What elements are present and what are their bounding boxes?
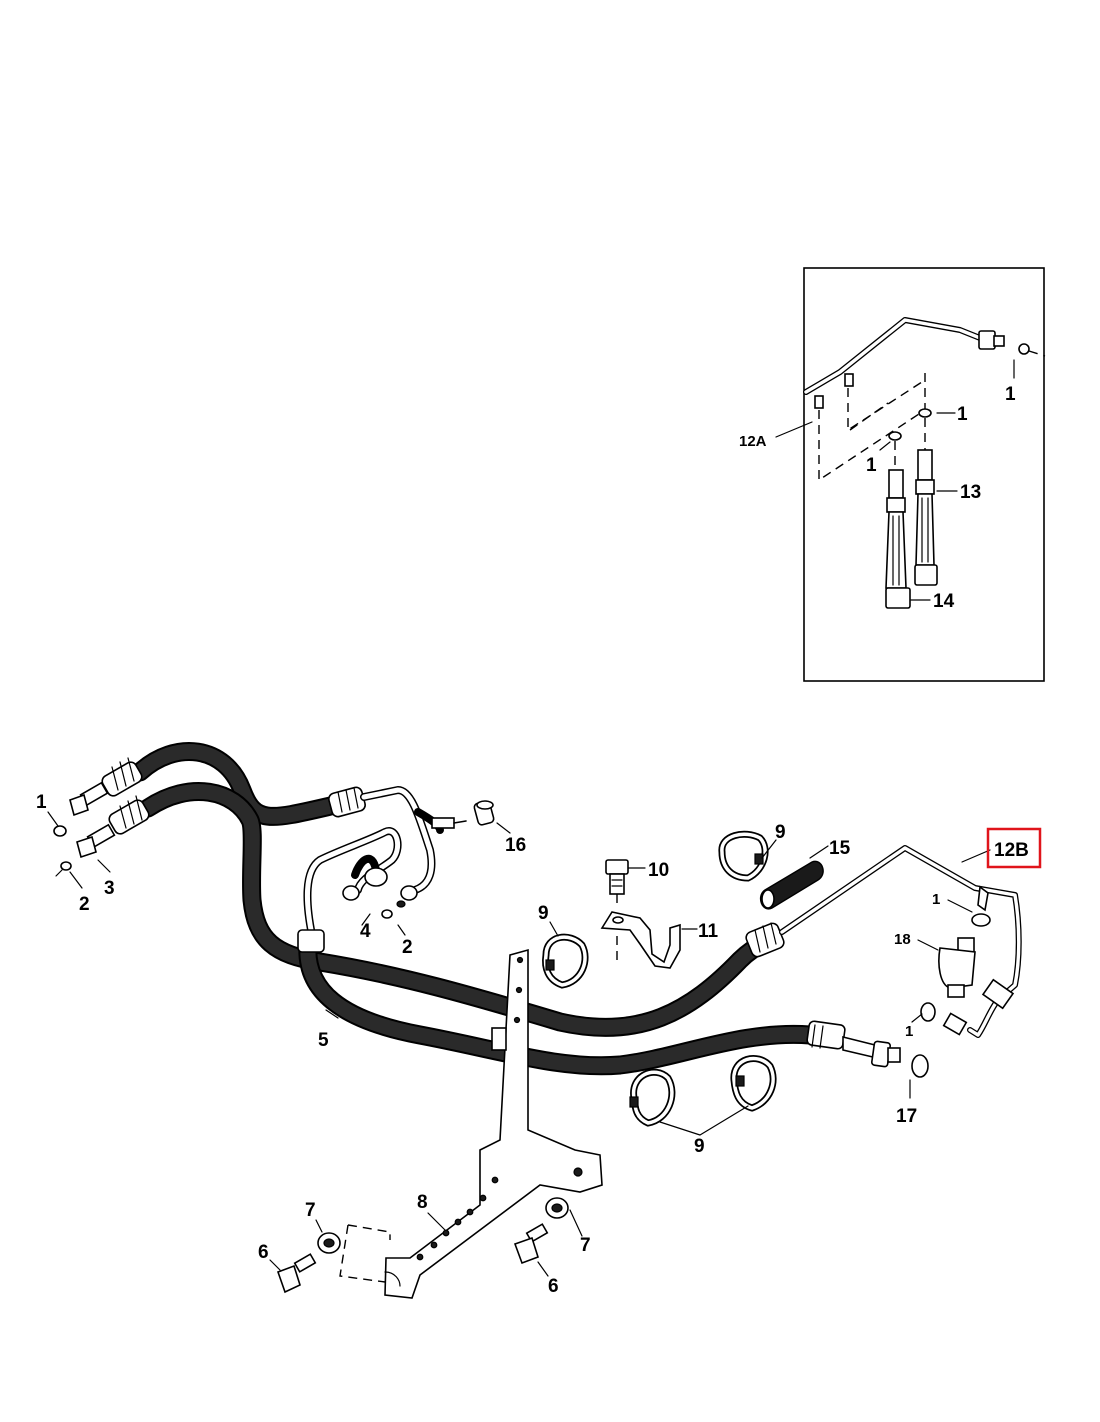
inset-detail: 1 1 1 12A 13 14 xyxy=(739,267,1046,682)
bolt-6-right xyxy=(513,1223,549,1277)
highlight-box-12b xyxy=(986,827,1042,869)
callout-15: 15 xyxy=(829,838,851,859)
callout-5: 5 xyxy=(318,1030,329,1051)
clamp-9-bottom-left xyxy=(629,1068,676,1127)
callout-17: 17 xyxy=(896,1106,917,1127)
callout-6-right: 6 xyxy=(548,1276,559,1297)
callout-2-mid: 2 xyxy=(402,937,413,958)
callout-10: 10 xyxy=(648,860,669,881)
callout-2-left: 2 xyxy=(79,894,90,915)
callout-1-upper-right: 1 xyxy=(932,891,940,908)
washer-7-right xyxy=(545,1197,583,1237)
callout-inset-1-mid: 1 xyxy=(957,404,968,425)
callout-16: 16 xyxy=(505,835,526,856)
callout-1-left: 1 xyxy=(36,792,47,813)
left-fittings xyxy=(47,757,150,889)
callout-inset-1-low: 1 xyxy=(866,455,877,476)
callout-7-left: 7 xyxy=(305,1200,316,1221)
clamp-9-middle xyxy=(542,921,589,989)
callout-9-clamp-middle: 9 xyxy=(538,903,549,924)
callout-3: 3 xyxy=(104,878,115,899)
washer-7-left xyxy=(315,1219,341,1254)
upper-hose xyxy=(130,742,345,826)
bolt-6-left xyxy=(269,1253,317,1294)
callout-6-left: 6 xyxy=(258,1242,269,1263)
callout-inset-1-top: 1 xyxy=(1005,384,1016,405)
callout-8: 8 xyxy=(417,1192,428,1213)
callout-9-bottom: 9 xyxy=(694,1136,705,1157)
tube-12b-assembly xyxy=(745,845,1022,1099)
sleeve-15 xyxy=(759,845,829,910)
callout-4: 4 xyxy=(360,921,371,942)
bracket-8 xyxy=(325,948,603,1299)
main-hose-upper-run xyxy=(138,782,778,1037)
callout-inset-13: 13 xyxy=(960,482,981,503)
callout-1-lower-right: 1 xyxy=(905,1023,913,1040)
main-hose-lower-run xyxy=(298,935,820,1076)
callout-9-clamp-upper: 9 xyxy=(775,822,786,843)
clamp-9-bottom-right xyxy=(659,1055,777,1136)
callout-inset-14: 14 xyxy=(933,591,955,612)
clamp-9-upper-right xyxy=(718,830,777,882)
callout-18: 18 xyxy=(894,931,911,948)
callout-7-right: 7 xyxy=(580,1235,591,1256)
bolt-10-bracket-11 xyxy=(600,859,698,969)
callout-12b: 12B xyxy=(994,840,1029,861)
tube-loop-assembly xyxy=(297,786,511,953)
callout-inset-12a: 12A xyxy=(739,433,767,450)
callout-11: 11 xyxy=(698,921,719,942)
inset-tube-12a xyxy=(775,317,1046,609)
